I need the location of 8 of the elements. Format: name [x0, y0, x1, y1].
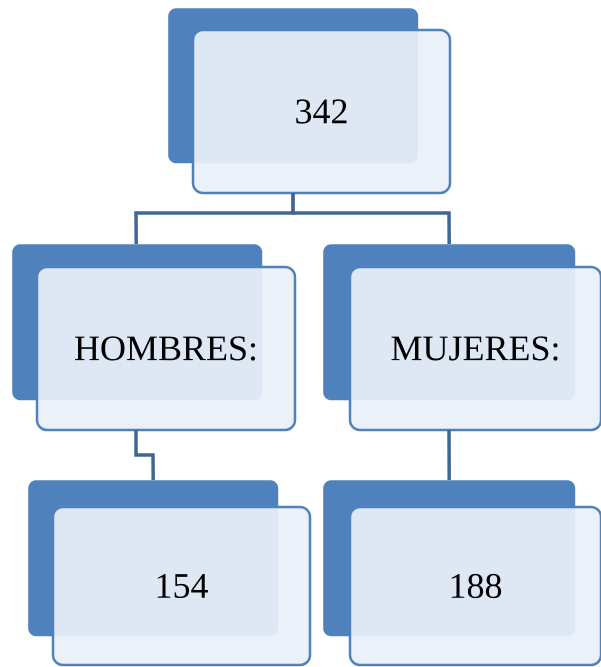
connector-line [134, 430, 155, 480]
process-box: 154 [28, 480, 312, 666]
connector-line [291, 193, 451, 244]
process-box: 188 [323, 480, 601, 666]
connector-line [447, 430, 451, 480]
process-box: HOMBRES: [12, 244, 296, 432]
process-box: MUJERES: [323, 244, 601, 432]
process-box: 342 [168, 8, 452, 194]
